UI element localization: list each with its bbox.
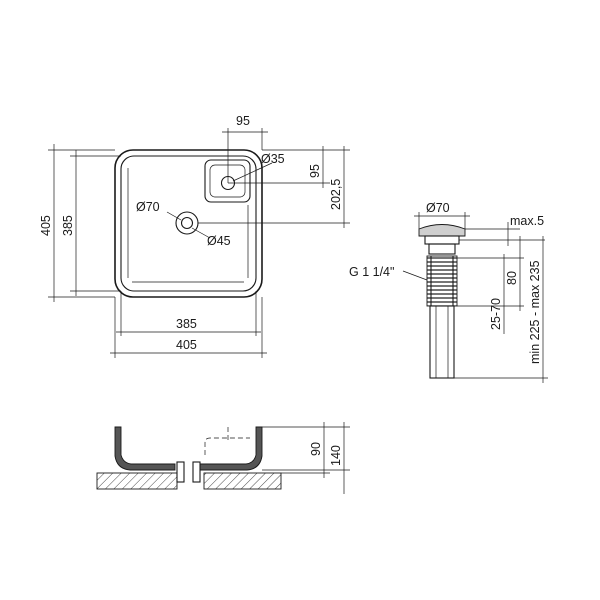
dim-202-5: 202,5: [329, 179, 343, 210]
basin-wall-right: [199, 426, 263, 471]
dim-90: 90: [309, 442, 323, 456]
drain-cap: [418, 224, 466, 237]
section-drain: [176, 461, 185, 483]
dim-25-70: 25-70: [489, 298, 503, 330]
drain-thread: [426, 255, 458, 307]
countertop-left: [96, 472, 178, 490]
dim-d70-drain: Ø70: [426, 201, 450, 215]
leader-line: [191, 227, 211, 239]
section-drain: [192, 461, 201, 483]
drain-neck: [428, 243, 456, 255]
top-view: 95 Ø35 95 202,5 405 385 Ø70 Ø45 385 405: [39, 114, 350, 358]
dim-right-95: 95: [308, 164, 322, 178]
dim-d45: Ø45: [207, 234, 231, 248]
leader-line: [402, 270, 428, 281]
dim-80: 80: [505, 271, 519, 285]
dim-d70-bowl: Ø70: [136, 200, 160, 214]
dim-top-95: 95: [236, 114, 250, 128]
tap-deck: [204, 159, 251, 203]
dim-max5: max.5: [510, 214, 544, 228]
tap-deck-inner: [209, 164, 246, 198]
basin-outer-outline: [114, 149, 263, 298]
countertop-right: [203, 472, 282, 490]
basin-inner-outline: [120, 155, 257, 292]
basin-wall-left: [114, 426, 176, 471]
drain-outer: [175, 211, 199, 235]
dim-140: 140: [329, 445, 343, 466]
leader-line: [166, 211, 182, 221]
dim-range: min 225 - max 235: [528, 260, 542, 364]
drain-inner: [180, 216, 194, 230]
dim-bottom-405: 405: [176, 338, 197, 352]
thread-label: G 1 1/4": [349, 265, 394, 279]
section-view: 90 140: [96, 422, 350, 494]
drain-pipe: [429, 305, 455, 379]
dim-left-385: 385: [61, 215, 75, 236]
dim-d35: Ø35: [261, 152, 285, 166]
dim-left-405: 405: [39, 215, 53, 236]
drain-flange: [424, 235, 460, 245]
drain-view: Ø70 max.5 80 25-70 min 225 - max 235 G 1…: [349, 201, 548, 383]
tap-deck-hidden: [204, 437, 250, 455]
leader-line: [232, 162, 273, 182]
dim-bottom-385: 385: [176, 317, 197, 331]
